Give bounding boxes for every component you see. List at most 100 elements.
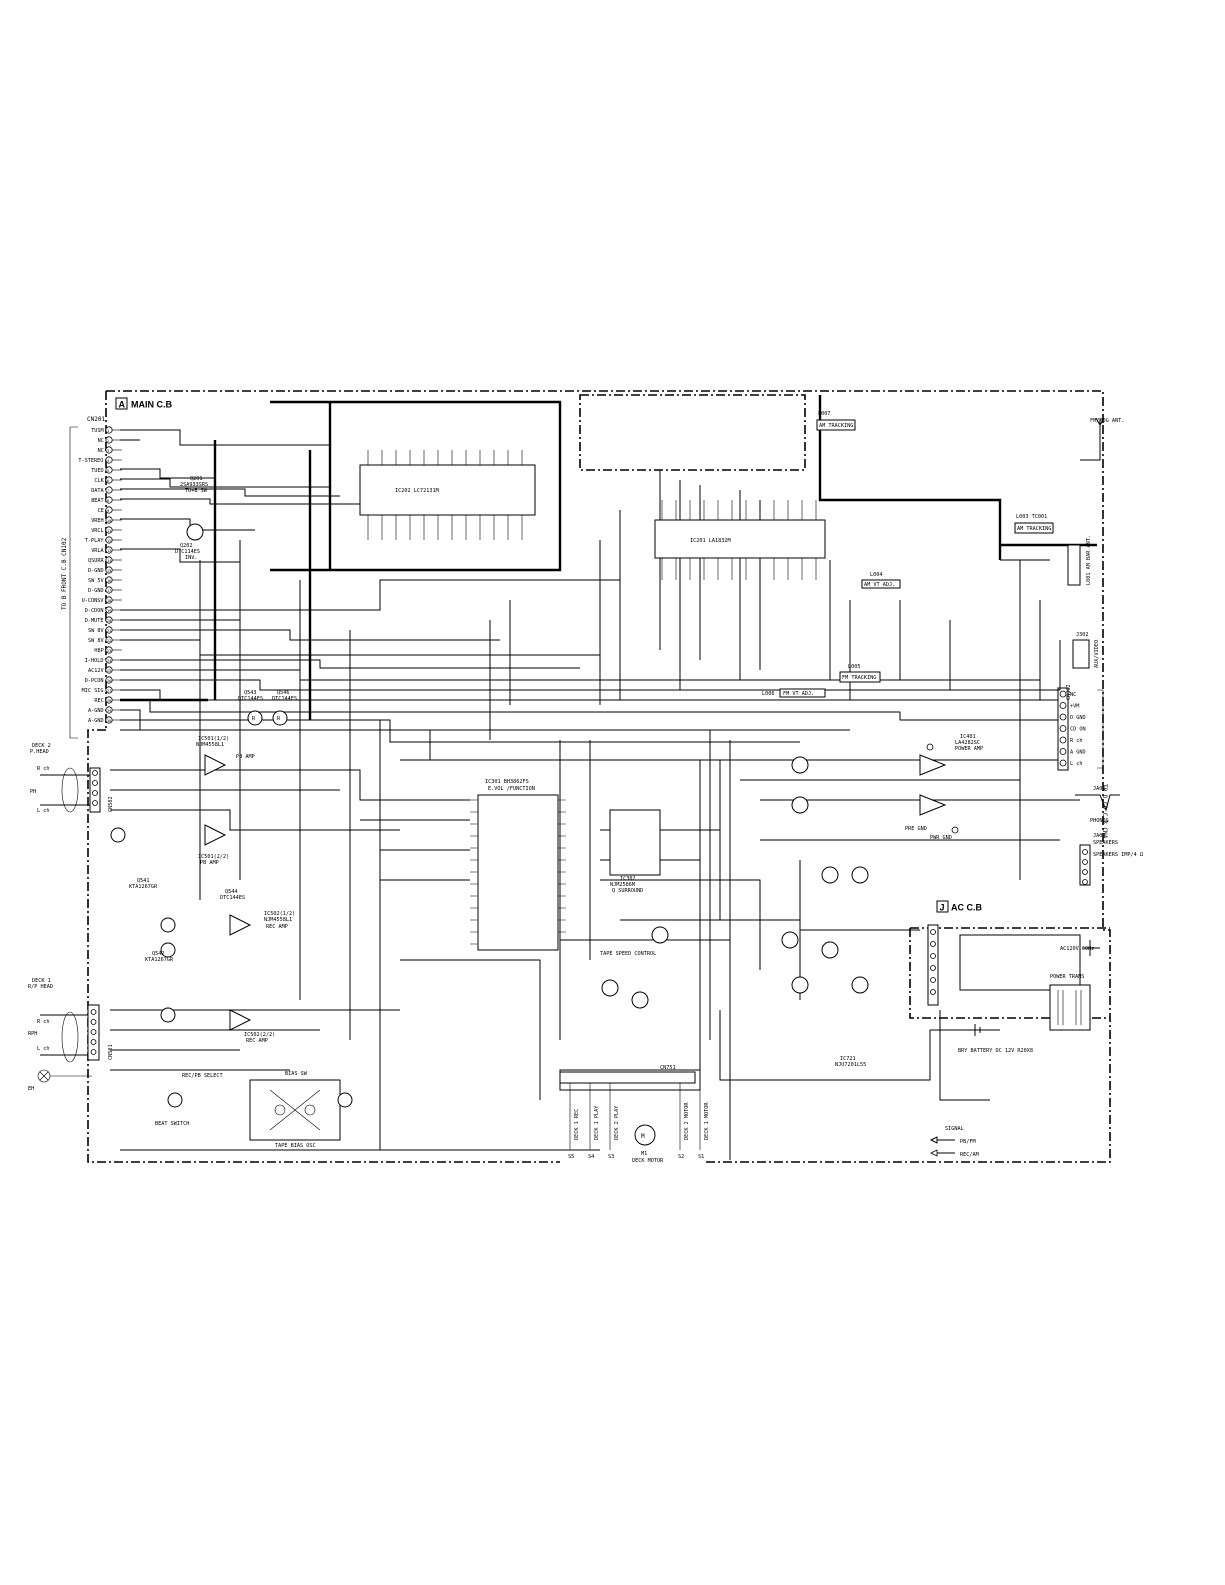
cn201-pin-name: D-PCON (85, 678, 104, 684)
deck-transistors: R R Q541 KTA1267GR Q542 KTA1267GR Q543 D… (110, 690, 353, 1108)
cn201-pin-name: VRLA (91, 548, 104, 554)
svg-text:JA01: JA01 (1093, 786, 1106, 792)
cn201-pin-name: SW 5V (88, 578, 104, 584)
svg-text:DECK 2: DECK 2 (32, 743, 51, 749)
cn301-pin-name: NC (1070, 692, 1076, 698)
ic502-rec-amp: IC502(1/2) NJM4558L1 REC AMP IC502(2/2) … (229, 911, 295, 1044)
cn201-pin-number: 9 (107, 509, 109, 513)
beat-switch: BEAT SWITCH REC/PB SELECT (155, 1073, 223, 1127)
deck-motor: M M1 DECK MOTOR (569, 1083, 701, 1164)
cn201-pin-number: 4 (107, 459, 109, 463)
svg-text:REC AMP: REC AMP (266, 924, 288, 930)
jack-j302: J302 AUX/VIDEO CN302 (1066, 632, 1100, 700)
svg-text:IC501(2/2): IC501(2/2) (198, 854, 229, 860)
cn201-pin-name: NC (98, 438, 104, 444)
cn201-pin-name: REC (94, 698, 103, 704)
cn201-pin-number: 17 (107, 589, 111, 593)
fm-antenna: FM/MDG ANT. (1080, 417, 1124, 461)
cn301-pin (1059, 690, 1067, 698)
cn201-pin-name: AC12V (88, 668, 104, 674)
svg-text:PRE GND: PRE GND (905, 826, 927, 832)
tape-speed-control: TAPE SPEED CONTROL (600, 951, 656, 1009)
ic302-q-surround: IC302 NJM2586M Q SURROUND (609, 809, 661, 894)
svg-text:Q543: Q543 (244, 690, 257, 696)
svg-text:CN201: CN201 (87, 416, 105, 423)
svg-text:TAPE SPEED CONTROL: TAPE SPEED CONTROL (600, 951, 656, 957)
ic401-power-amp: IC401 LA4282SC POWER AMP PRE GND PWR GND (905, 734, 983, 841)
cn201-pin-name: A-GND (88, 708, 104, 714)
svg-text:R: R (252, 716, 256, 722)
svg-text:LA4282SC: LA4282SC (955, 740, 980, 746)
cn201-pin-name: I-HOLD (85, 658, 104, 664)
cn201-pin-name: D-GND (88, 588, 104, 594)
deck1-head: DECK 1 R/P HEAD R ch RPH L ch EH CN501 (28, 978, 114, 1092)
cn301-pin (1059, 759, 1067, 767)
svg-text:NJM2586M: NJM2586M (610, 882, 635, 888)
cn201-pin-number: 5 (107, 469, 109, 473)
svg-text:NJM4558L1: NJM4558L1 (264, 917, 292, 923)
svg-text:DTC114ES: DTC114ES (175, 549, 200, 555)
svg-text:DTC144ES: DTC144ES (272, 696, 297, 702)
svg-text:R: R (277, 716, 281, 722)
cn201-pin-name: VREH (91, 518, 104, 524)
svg-text:REC/AM: REC/AM (960, 1152, 979, 1158)
cn201-pin-name: BEAT (91, 498, 104, 504)
svg-text:IC501(1/2): IC501(1/2) (198, 736, 229, 742)
svg-text:EH: EH (28, 1086, 34, 1092)
wiring-bus (110, 395, 1097, 1160)
svg-text:IC202 LC72131M: IC202 LC72131M (395, 488, 439, 494)
svg-text:AM VT ADJ.: AM VT ADJ. (864, 582, 895, 588)
cn301-pin-name: L ch (1070, 761, 1083, 767)
svg-text:NJM4558L1: NJM4558L1 (196, 742, 224, 748)
ac-power-section: POWER TRANS AC120V 60Hz BRY BATTERY DC 1… (927, 924, 1100, 1054)
svg-text:AC C.B: AC C.B (951, 903, 982, 913)
cn201-pin-name: CE (98, 508, 104, 514)
svg-text:TAPE BIAS OSC: TAPE BIAS OSC (275, 1143, 316, 1149)
svg-text:R ch: R ch (37, 1019, 50, 1025)
cn201-pin-name: T-STEREO (78, 458, 103, 464)
cn301-pin (1059, 736, 1067, 744)
ic202-tuner-pll: IC202 LC72131M (359, 450, 536, 540)
svg-text:KTA1267GR: KTA1267GR (145, 957, 174, 963)
svg-text:MAIN C.B: MAIN C.B (131, 400, 172, 410)
svg-text:PH: PH (30, 789, 36, 795)
cn301-pin (1059, 725, 1067, 732)
svg-text:SIGNAL: SIGNAL (945, 1126, 964, 1132)
cn301-pin-name: D GND (1070, 715, 1086, 721)
svg-text:IC502(2/2): IC502(2/2) (244, 1032, 275, 1038)
svg-text:AC120V 60Hz: AC120V 60Hz (1060, 946, 1094, 952)
cn201-pin-name: TUED (91, 468, 104, 474)
main-board-title: A MAIN C.B (115, 397, 172, 410)
svg-text:SPEAKERS: SPEAKERS (1093, 840, 1118, 846)
cn301-pin (1059, 702, 1067, 709)
power-amp-transistors (651, 756, 869, 994)
svg-text:DECK 1: DECK 1 (32, 978, 51, 984)
svg-text:DTC144ES: DTC144ES (220, 895, 245, 901)
svg-text:IC502(1/2): IC502(1/2) (264, 911, 295, 917)
cn201-pin-number: 19 (107, 609, 111, 613)
tuner-transistor-q201: Q201 2SA933SRS TU+B SW Q202 DTC114ES INV… (175, 476, 208, 561)
tape-bias-osc: TAPE BIAS OSC BIAS SW (269, 1071, 321, 1149)
svg-text:TO D CD C.B CN4: TO D CD C.B CN4 (1101, 784, 1108, 839)
svg-text:SPEAKERS IMP/4 Ω: SPEAKERS IMP/4 Ω (1093, 852, 1143, 858)
svg-text:Q546: Q546 (277, 690, 290, 696)
svg-text:CN502: CN502 (108, 796, 114, 812)
cn201-pin-number: 12 (107, 539, 111, 543)
motor-switch-label: DECK 1 MOTOR (704, 1102, 710, 1140)
jack-ja01-phones: JA01 PHONES (1075, 786, 1120, 824)
svg-text:L003 TC001: L003 TC001 (1016, 514, 1047, 520)
ic-part: NJU7201L55 (835, 1062, 866, 1068)
main-board-outline (87, 390, 1111, 1163)
cn201-pin-name: H8P (94, 648, 103, 654)
cn201-pin-name: SW 8V (88, 628, 104, 634)
cn201-pin-number: 6 (107, 479, 109, 483)
cn201-pin-number: 30 (107, 719, 111, 723)
svg-text:L ch: L ch (37, 1046, 50, 1052)
cn201-pin-name: VRCL (91, 528, 104, 534)
svg-text:Q542: Q542 (152, 951, 165, 957)
cn201-pin-number: 14 (107, 559, 111, 563)
motor-switch-label: DECK 1 REC (574, 1109, 580, 1140)
svg-text:IC302: IC302 (620, 876, 636, 882)
